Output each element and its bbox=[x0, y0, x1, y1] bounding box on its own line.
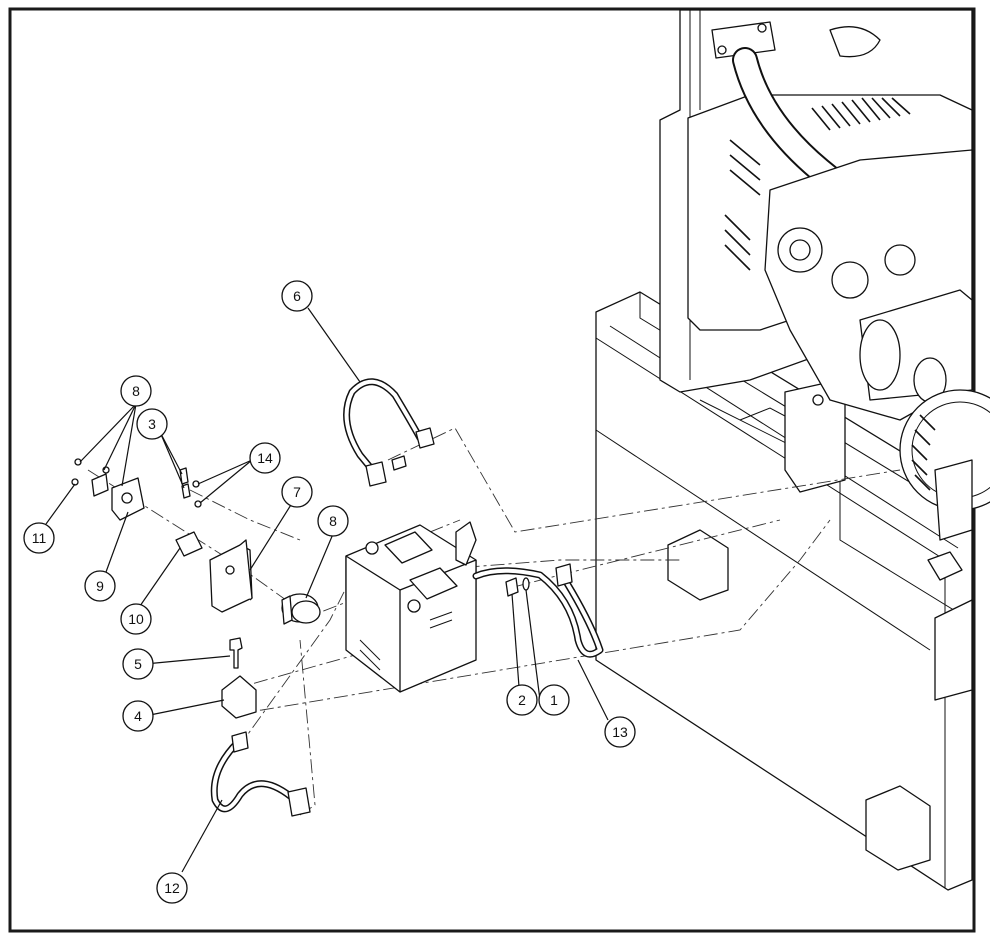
callout-5: 5 bbox=[122, 648, 154, 680]
cable-6 bbox=[343, 378, 424, 476]
svg-text:7: 7 bbox=[293, 484, 301, 500]
svg-text:4: 4 bbox=[134, 708, 142, 724]
part-3-screw bbox=[179, 467, 189, 485]
svg-text:10: 10 bbox=[128, 611, 144, 627]
part-8-solenoid bbox=[281, 593, 321, 625]
part-2-bolt bbox=[505, 577, 519, 597]
cable-12 bbox=[210, 738, 299, 813]
callout-4: 4 bbox=[122, 700, 154, 732]
svg-text:12: 12 bbox=[164, 880, 180, 896]
callout-14: 14 bbox=[249, 442, 281, 474]
callout-10: 10 bbox=[120, 603, 152, 635]
svg-text:2: 2 bbox=[518, 692, 526, 708]
part-5-bolt bbox=[229, 637, 243, 669]
callout-8-right: 8 bbox=[317, 505, 349, 537]
callout-1: 1 bbox=[538, 684, 570, 716]
svg-text:8: 8 bbox=[329, 513, 337, 529]
callout-9: 9 bbox=[84, 570, 116, 602]
svg-text:14: 14 bbox=[257, 450, 273, 466]
battery-positive-terminal bbox=[365, 541, 379, 555]
callout-2: 2 bbox=[506, 684, 538, 716]
svg-text:13: 13 bbox=[612, 724, 628, 740]
svg-text:3: 3 bbox=[148, 416, 156, 432]
callout-12: 12 bbox=[156, 872, 188, 904]
callout-8-top: 8 bbox=[120, 375, 152, 407]
battery bbox=[345, 524, 477, 693]
callout-11: 11 bbox=[23, 522, 55, 554]
part-10-plate bbox=[175, 531, 203, 557]
callout-6: 6 bbox=[281, 280, 313, 312]
part-1-washer bbox=[522, 577, 530, 591]
battery-negative-terminal bbox=[407, 599, 421, 613]
svg-text:1: 1 bbox=[550, 692, 558, 708]
svg-text:6: 6 bbox=[293, 288, 301, 304]
svg-text:9: 9 bbox=[96, 578, 104, 594]
generator-assembly bbox=[595, 9, 990, 891]
svg-text:5: 5 bbox=[134, 656, 142, 672]
callout-3: 3 bbox=[136, 408, 168, 440]
svg-text:8: 8 bbox=[132, 383, 140, 399]
callout-leaders bbox=[45, 307, 609, 873]
callout-7: 7 bbox=[281, 476, 313, 508]
callout-13: 13 bbox=[604, 716, 636, 748]
svg-text:11: 11 bbox=[32, 530, 47, 546]
part-4-bracket bbox=[221, 675, 257, 719]
